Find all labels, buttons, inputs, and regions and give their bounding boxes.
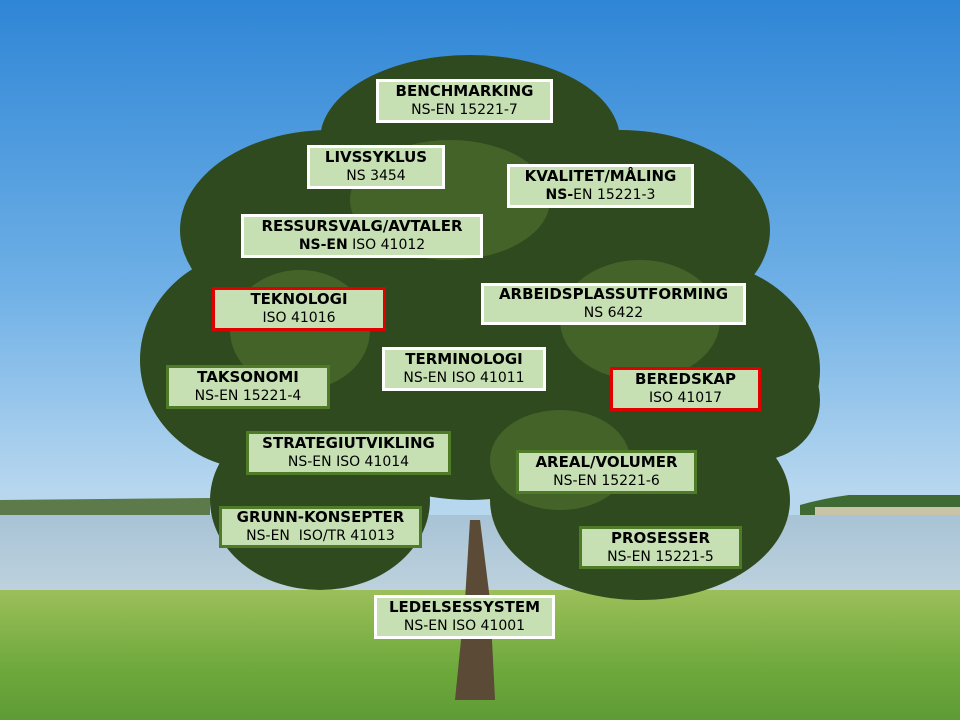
standard-title: LIVSSYKLUS	[324, 148, 428, 166]
standard-title: ARBEIDSPLASSUTFORMING	[498, 285, 729, 303]
standard-code: NS-EN 15221-6	[519, 472, 694, 491]
standard-code: NS-EN 15221-7	[379, 101, 550, 120]
standard-title: GRUNN-KONSEPTER	[236, 508, 405, 526]
standard-code: NS-EN ISO 41012	[244, 236, 480, 255]
standard-code: NS 6422	[484, 304, 743, 323]
standard-box: TEKNOLOGI ISO 41016	[212, 287, 386, 331]
standard-code-text: EN 15221-3	[573, 187, 656, 203]
standard-code-text: NS-EN 15221-5	[607, 548, 714, 565]
standard-code: NS-EN ISO 41011	[385, 369, 543, 388]
standard-code-text: NS-EN ISO 41011	[403, 370, 525, 386]
standard-title: BEREDSKAP	[635, 370, 736, 388]
standard-code: ISO 41017	[613, 389, 758, 408]
standard-box: AREAL/VOLUMER NS-EN 15221-6	[516, 450, 697, 494]
standard-box: TAKSONOMI NS-EN 15221-4	[166, 365, 330, 409]
standard-code-text: ISO 41012	[347, 237, 426, 253]
standard-code: NS-EN ISO/TR 41013	[222, 527, 419, 546]
standard-code: NS-EN ISO 41014	[249, 453, 448, 472]
standard-code-text: NS-EN 15221-7	[411, 102, 518, 118]
standard-code: NS-EN ISO 41001	[377, 617, 552, 636]
standard-code-text: NS 3454	[346, 168, 406, 184]
standard-title: BENCHMARKING	[395, 82, 534, 100]
standard-code-text: NS-EN 15221-6	[553, 473, 660, 489]
standard-title: PROSESSER	[610, 528, 711, 547]
distant-shore	[0, 495, 960, 517]
standard-code-text: NS-EN ISO 41001	[403, 618, 526, 634]
standard-title: AREAL/VOLUMER	[535, 453, 678, 471]
standard-code: NS-EN 15221-3	[510, 186, 691, 205]
standard-code: NS-EN 15221-5	[582, 548, 739, 567]
standard-box: GRUNN-KONSEPTER NS-EN ISO/TR 41013	[219, 506, 422, 548]
standard-code: ISO 41016	[215, 309, 383, 328]
standard-code-text: NS-EN ISO/TR 41013	[246, 528, 395, 544]
standard-code-text: ISO 41016	[262, 310, 336, 326]
standard-box: LIVSSYKLUS NS 3454	[307, 145, 445, 189]
standard-box: BEREDSKAP ISO 41017	[610, 367, 761, 411]
standard-code-text: ISO 41017	[648, 390, 723, 406]
standard-code: NS 3454	[310, 167, 442, 186]
standard-title: TEKNOLOGI	[250, 290, 348, 308]
standard-code-text: NS 6422	[583, 305, 644, 321]
standard-code: NS-EN 15221-4	[169, 387, 327, 406]
standard-title: RESSURSVALG/AVTALER	[261, 217, 463, 235]
standard-code-text: NS-EN 15221-4	[194, 388, 302, 404]
standard-title: STRATEGIUTVIKLING	[262, 434, 435, 452]
standard-code-text: NS-EN ISO 41014	[287, 454, 410, 470]
standard-box: LEDELSESSYSTEM NS-EN ISO 41001	[374, 595, 555, 639]
standard-code-bold: NS-	[545, 187, 574, 203]
standard-box: BENCHMARKING NS-EN 15221-7	[376, 79, 553, 123]
standard-code-bold: NS-EN	[298, 237, 348, 253]
standard-box: STRATEGIUTVIKLING NS-EN ISO 41014	[246, 431, 451, 475]
standard-title: LEDELSESSYSTEM	[388, 598, 541, 616]
standard-box: TERMINOLOGI NS-EN ISO 41011	[382, 347, 546, 391]
standard-title: TERMINOLOGI	[405, 350, 523, 368]
standard-title: TAKSONOMI	[197, 368, 299, 386]
standard-box: ARBEIDSPLASSUTFORMING NS 6422	[481, 283, 746, 325]
standard-title: KVALITET/MÅLING	[524, 167, 677, 185]
